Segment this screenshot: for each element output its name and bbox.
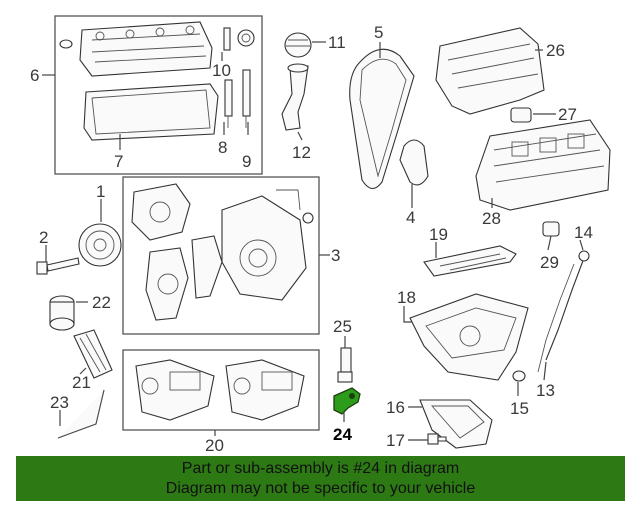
dipstick-14-illustration	[545, 250, 590, 361]
callout-20: 20	[205, 436, 224, 455]
oil-filler-cap-11-illustration	[284, 32, 312, 58]
timing-chain-5-illustration	[349, 48, 415, 190]
tube-23-illustration	[57, 389, 105, 439]
valve-cover-illustration	[59, 21, 213, 77]
callout-9: 9	[242, 152, 251, 171]
callout-25: 25	[333, 317, 352, 336]
oil-pan-16-illustration	[419, 399, 493, 449]
callout-10: 10	[212, 61, 231, 80]
oil-pan-18-illustration	[409, 293, 529, 381]
callout-6: 6	[30, 66, 39, 85]
callout-5: 5	[374, 23, 383, 42]
sensor-25-illustration	[337, 347, 353, 383]
timing-chain-4-illustration	[399, 139, 429, 186]
callout-8: 8	[218, 138, 227, 157]
callout-27: 27	[558, 105, 577, 124]
callout-11: 11	[328, 33, 346, 52]
callout-23: 23	[50, 393, 69, 412]
dipstick-tube-13-illustration	[537, 263, 575, 373]
timing-cover-illustration	[131, 183, 314, 321]
gasket-27-illustration	[510, 107, 532, 123]
callout-4: 4	[406, 208, 415, 227]
callout-19: 19	[429, 225, 448, 244]
callout-17: 17	[386, 431, 405, 450]
callout-7: 7	[114, 152, 123, 171]
oil-fill-cap-10-illustration	[223, 27, 255, 51]
bolt-2-illustration	[36, 257, 80, 275]
oil-filter-housing-illustration	[135, 359, 305, 421]
drain-plug-17-illustration	[427, 433, 447, 445]
callout-14: 14	[574, 223, 593, 242]
callout-labels: 1 2 3 4 5 6 7 8 9 10 11 12 13 14 15 16 1…	[30, 23, 593, 455]
highlighted-part-24-illustration	[333, 387, 361, 415]
callout-22: 22	[92, 293, 111, 312]
callout-12: 12	[292, 143, 311, 162]
oil-filter-21-illustration	[73, 329, 113, 379]
callout-3: 3	[331, 246, 340, 265]
callout-28: 28	[482, 209, 501, 228]
windage-tray-19-illustration	[423, 245, 517, 277]
crankshaft-pulley-1-illustration	[78, 223, 122, 267]
exploded-parts-diagram: 1 2 3 4 5 6 7 8 9 10 11 12 13 14 15 16 1…	[30, 15, 611, 455]
o-ring-15-illustration	[512, 370, 526, 382]
callout-21: 21	[72, 373, 91, 392]
callout-16: 16	[386, 398, 405, 417]
info-banner: Part or sub-assembly is #24 in diagram D…	[16, 456, 625, 501]
intake-manifold-28-illustration	[475, 119, 611, 211]
oil-filler-tube-12-illustration	[281, 63, 309, 131]
banner-line-part-number: Part or sub-assembly is #24 in diagram	[181, 460, 460, 477]
callout-29: 29	[540, 253, 559, 272]
leader-lines	[42, 41, 584, 441]
oil-filter-cap-22-illustration	[49, 295, 75, 331]
callout-13: 13	[536, 381, 555, 400]
gasket-29-illustration	[542, 221, 560, 237]
callout-24-highlighted: 24	[333, 425, 352, 444]
intake-manifold-26-illustration	[435, 27, 545, 115]
callout-2: 2	[39, 228, 48, 247]
callout-1: 1	[96, 182, 105, 201]
callout-15: 15	[510, 399, 529, 418]
glow-plug-8-9-illustration	[224, 69, 251, 128]
group-box-filter-housing	[122, 349, 320, 431]
group-box-valve-cover	[54, 15, 263, 175]
callout-26: 26	[546, 41, 565, 60]
callout-18: 18	[397, 288, 416, 307]
valve-cover-gasket-illustration	[83, 83, 219, 141]
banner-line-disclaimer: Diagram may not be specific to your vehi…	[165, 480, 476, 497]
